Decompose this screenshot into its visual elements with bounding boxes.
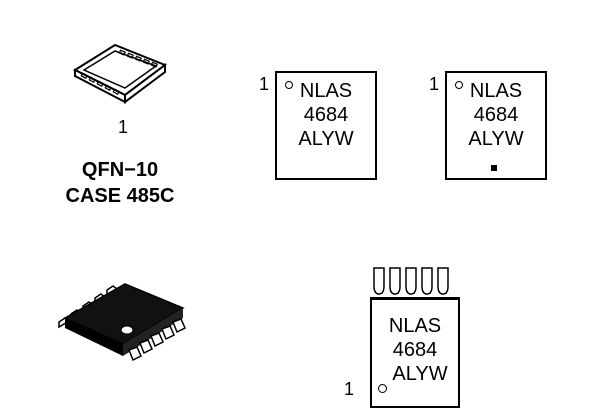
msop-marking-box: NLAS 4684 ALYW	[370, 298, 460, 408]
msop-marking-line-1: NLAS	[388, 315, 442, 337]
msop-package-icon	[58, 283, 186, 362]
msop-marking-line-2: 4684	[392, 339, 438, 361]
qfn-caption-line1: QFN−10	[81, 159, 159, 181]
msop-pin1-label: 1	[344, 379, 355, 399]
msop-marking-line-3: ALYW	[392, 363, 448, 385]
pin1-dot-icon	[285, 81, 293, 89]
marking2-pin1-label: 1	[429, 74, 440, 94]
marking1-line-1: NLAS	[299, 80, 353, 102]
qfn-package-icon	[72, 43, 168, 104]
marking2-box: NLAS 4684 ALYW	[445, 71, 547, 180]
pin1-dot-icon	[455, 81, 463, 89]
square-dot-icon	[491, 165, 497, 171]
marking1-line-3: ALYW	[298, 128, 354, 150]
marking2-line-3: ALYW	[468, 128, 524, 150]
marking2-line-2: 4684	[473, 104, 519, 126]
marking2-line-1: NLAS	[469, 80, 523, 102]
qfn-caption-line2: CASE 485C	[65, 185, 175, 207]
pin1-dot-icon	[378, 384, 387, 393]
qfn-pin1-label: 1	[118, 117, 129, 137]
marking1-box: NLAS 4684 ALYW	[275, 71, 377, 180]
marking1-line-2: 4684	[303, 104, 349, 126]
marking1-pin1-label: 1	[259, 74, 270, 94]
